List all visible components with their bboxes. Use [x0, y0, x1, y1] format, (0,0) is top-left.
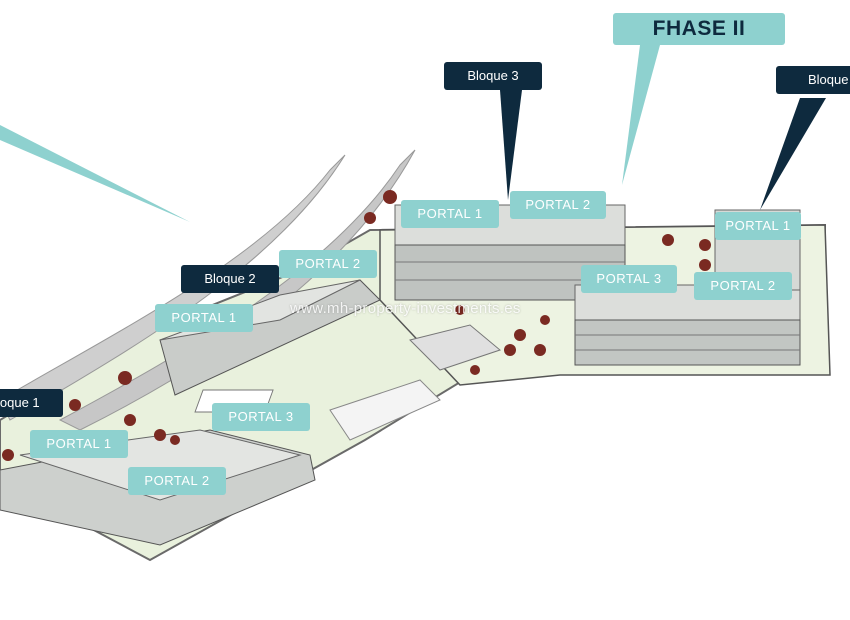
fase-pointer — [622, 45, 660, 185]
pool-deck — [329, 379, 441, 441]
bloque2-label: Bloque 2 — [181, 265, 279, 293]
trees — [2, 190, 711, 461]
bloque1-portal2-label: PORTAL 2 — [128, 467, 226, 495]
right-building-facade — [574, 319, 801, 366]
bloque-right-pointer — [760, 98, 826, 210]
right-portal2-label: PORTAL 2 — [694, 272, 792, 300]
bloque3-portal2-label: PORTAL 2 — [510, 191, 606, 219]
pergola — [409, 324, 502, 371]
bloque2-portal2-label: PORTAL 2 — [279, 250, 377, 278]
bloque2-portal1-label: PORTAL 1 — [155, 304, 253, 332]
bloque2-portal3-label: PORTAL 3 — [212, 403, 310, 431]
bloque3-label: Bloque 3 — [444, 62, 542, 90]
phase-label: FHASE II — [613, 13, 785, 45]
access-road — [0, 154, 346, 421]
bloque1-portal1-label: PORTAL 1 — [30, 430, 128, 458]
bloque1-label: Bloque 1 — [0, 389, 63, 417]
bloque3-pointer — [500, 90, 522, 200]
bloque3-portal1-label: PORTAL 1 — [401, 200, 499, 228]
left-pointer — [0, 125, 190, 222]
right-portal1-label: PORTAL 1 — [715, 212, 801, 240]
bloque-right-label: Bloque — [776, 66, 850, 94]
bloque3-portal3-label: PORTAL 3 — [581, 265, 677, 293]
watermark: www.mh-property-investments.es — [290, 300, 521, 317]
